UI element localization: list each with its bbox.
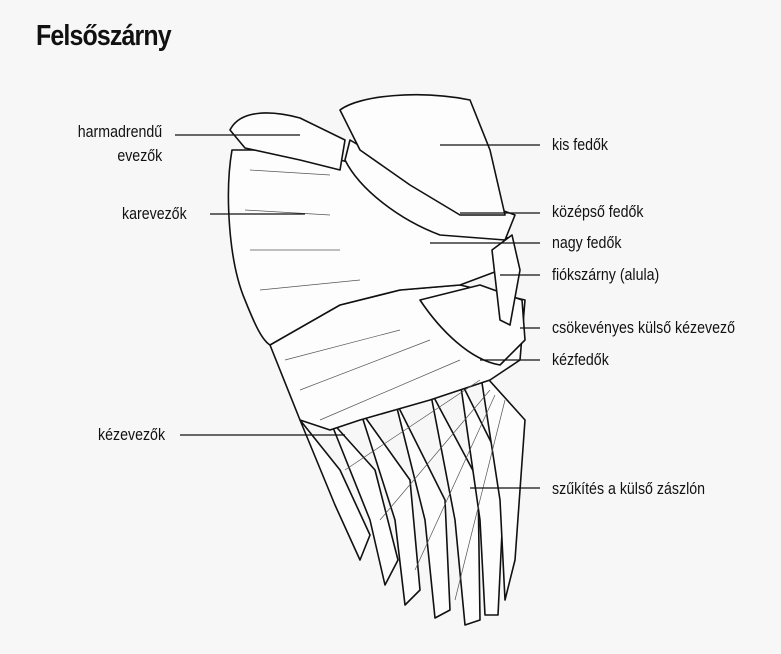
label-vestigial-primary: csökevényes külső kézevező (552, 319, 735, 337)
label-secondaries: karevezők (122, 205, 187, 223)
label-greater-coverts: nagy fedők (552, 234, 622, 252)
label-median-coverts: középső fedők (552, 203, 644, 221)
label-lesser-coverts: kis fedők (552, 136, 609, 154)
label-primary-coverts: kézfedők (552, 351, 609, 369)
page-title: Felsőszárny (36, 20, 172, 52)
label-tertials-line2: evezők (117, 147, 162, 165)
label-emargination: szűkítés a külső zászlón (552, 480, 706, 498)
label-primaries: kézevezők (98, 426, 166, 444)
tertial-feathers (229, 112, 346, 171)
alula (491, 234, 521, 326)
label-alula: fiókszárny (alula) (552, 266, 660, 284)
label-tertials-line1: harmadrendű (77, 123, 162, 141)
primary-feathers (299, 369, 526, 626)
lesser-coverts (339, 94, 506, 216)
